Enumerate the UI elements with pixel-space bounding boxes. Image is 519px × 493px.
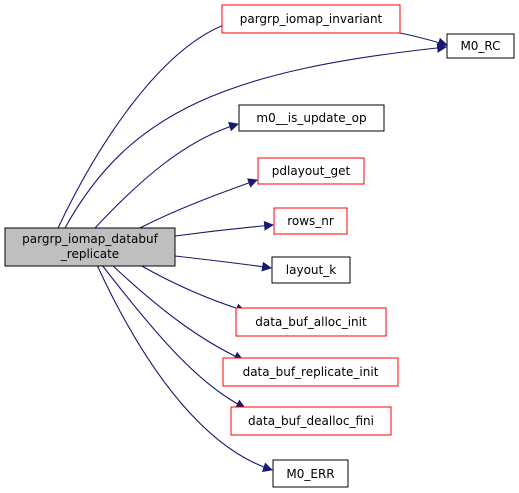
node-data-buf-dealloc-fini[interactable]: data_buf_dealloc_fini	[230, 406, 392, 436]
node-m0-rc-label: M0_RC	[460, 39, 500, 53]
node-m0-is-update-op[interactable]: m0__is_update_op	[238, 104, 385, 132]
edge-root-to-data-buf-alloc-init	[139, 264, 246, 314]
edge-root-to-data-buf-dealloc-fini	[101, 264, 246, 409]
node-m0-err-label: M0_ERR	[286, 467, 334, 481]
node-data-buf-replicate-init[interactable]: data_buf_replicate_init	[222, 357, 399, 387]
node-m0-err[interactable]: M0_ERR	[272, 459, 349, 488]
edge-root-to-m0-is-update-op	[94, 121, 239, 229]
edge-root-to-layout-k	[174, 255, 272, 272]
edge-root-to-rows-nr	[174, 220, 274, 237]
edge-pargrp-iomap-invariant-to-m0-rc	[399, 32, 448, 48]
edge-root-to-m0-rc	[64, 43, 447, 229]
node-pdlayout-get-label: pdlayout_get	[272, 164, 351, 178]
node-pargrp-iomap-invariant-label: pargrp_iomap_invariant	[240, 12, 383, 26]
node-root[interactable]: pargrp_iomap_databuf _replicate	[4, 227, 176, 267]
node-layout-k-label: layout_k	[286, 263, 336, 277]
node-data-buf-dealloc-fini-label: data_buf_dealloc_fini	[248, 414, 374, 428]
node-pdlayout-get[interactable]: pdlayout_get	[257, 157, 365, 185]
edge-root-to-data-buf-replicate-init	[111, 264, 244, 361]
node-m0-rc[interactable]: M0_RC	[446, 33, 515, 59]
node-root-label-line1: pargrp_iomap_databuf	[22, 232, 158, 246]
node-m0-is-update-op-label: m0__is_update_op	[256, 111, 366, 125]
node-layout-k[interactable]: layout_k	[271, 256, 351, 284]
node-root-label-line2: _replicate	[60, 247, 119, 261]
node-data-buf-alloc-init-label: data_buf_alloc_init	[255, 315, 367, 329]
node-data-buf-alloc-init[interactable]: data_buf_alloc_init	[235, 307, 387, 337]
edge-root-to-pdlayout-get	[139, 178, 258, 229]
edge-root-to-m0-err	[96, 264, 273, 472]
node-rows-nr-label: rows_nr	[287, 214, 334, 228]
edge-root-to-pargrp-iomap-invariant	[57, 20, 233, 229]
node-rows-nr[interactable]: rows_nr	[273, 207, 348, 235]
node-data-buf-replicate-init-label: data_buf_replicate_init	[243, 365, 379, 379]
node-pargrp-iomap-invariant[interactable]: pargrp_iomap_invariant	[221, 4, 401, 34]
